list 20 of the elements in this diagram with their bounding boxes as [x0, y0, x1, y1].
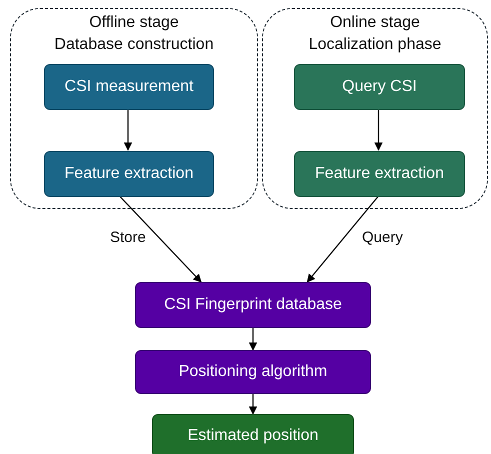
process-box: CSI Fingerprint database	[135, 282, 371, 328]
arrow	[248, 394, 258, 415]
process-box: Feature extraction	[44, 151, 214, 197]
group-title: Offline stage	[88, 13, 180, 33]
group-title: Online stage	[329, 13, 421, 33]
edge-label: Query	[360, 229, 405, 246]
process-box: Feature extraction	[294, 151, 465, 197]
group-title: Localization phase	[308, 35, 442, 55]
process-box: Positioning algorithm	[135, 350, 371, 394]
arrow	[124, 109, 132, 151]
process-box: CSI measurement	[44, 64, 214, 110]
group-title: Database construction	[53, 35, 215, 55]
arrow	[306, 196, 379, 283]
dashed-group-box	[10, 8, 258, 209]
process-box: Estimated position	[152, 414, 354, 454]
dashed-group-box	[262, 8, 488, 209]
process-box: Query CSI	[294, 64, 465, 110]
arrow	[119, 196, 202, 283]
arrow	[248, 328, 258, 351]
arrow	[374, 109, 383, 151]
